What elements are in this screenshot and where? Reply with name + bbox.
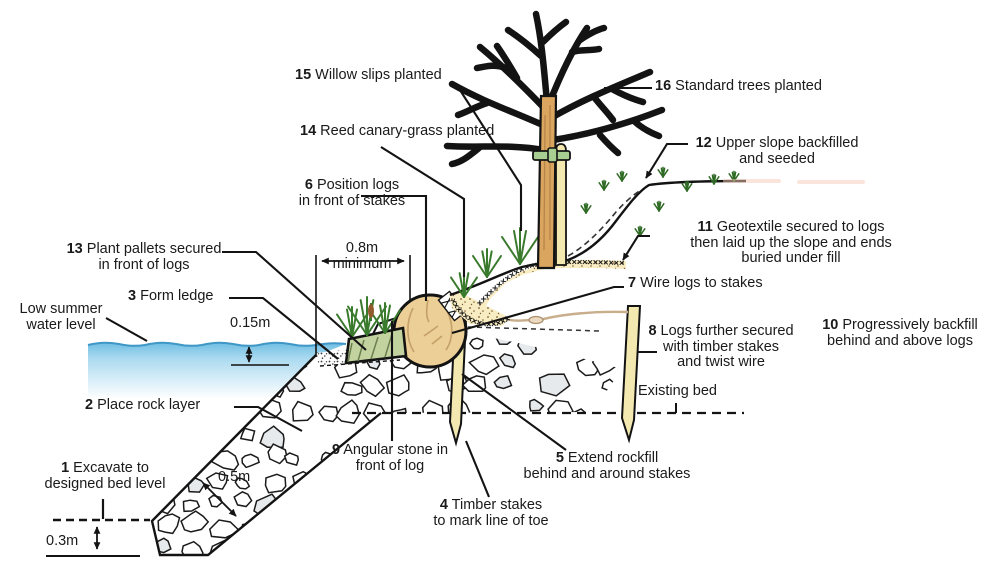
label-reed-canary-grass: 14 Reed canary-grass planted: [300, 123, 495, 139]
label-dim-03: 0.3m: [46, 533, 79, 549]
dimension-lines: [93, 255, 411, 550]
label-dim-05: 0.5m: [218, 469, 251, 485]
label-position-logs: 6 Position logs in front of stakes: [298, 177, 406, 209]
leader-13: [222, 250, 367, 351]
leader-15: [457, 86, 523, 231]
label-willow-slips: 15 Willow slips planted: [295, 67, 442, 83]
rock-band-outline: [150, 352, 382, 557]
tree-tie-knot: [547, 147, 558, 163]
bed-lines: [46, 403, 744, 557]
label-geotextile: 11 Geotextile secured to logs then laid …: [690, 219, 892, 266]
leader-14: [380, 146, 466, 277]
label-upper-slope: 12 Upper slope backfilled and seeded: [695, 135, 859, 167]
leader-2: [234, 405, 303, 432]
label-existing-bed: Existing bed: [638, 383, 717, 399]
dim-05-arrow: [202, 482, 237, 517]
leader-4: [465, 440, 490, 498]
water: [87, 341, 347, 399]
label-logs-secured: 8 Logs further secured with timber stake…: [648, 323, 794, 370]
label-standard-trees: 16 Standard trees planted: [655, 78, 822, 94]
ground-surface-line: [449, 179, 747, 297]
log-grain: [407, 299, 453, 353]
standard-tree: [443, 10, 666, 270]
label-dim-08: 0.8m minimum: [332, 240, 392, 272]
leader-11: [622, 234, 650, 261]
water-surface-line: [87, 341, 347, 347]
label-plant-pallets: 13 Plant pallets secured in front of log…: [66, 241, 222, 273]
rockfill-top-dashed: [467, 326, 601, 332]
pallet-hatching: [347, 333, 393, 363]
label-progressive-backfill: 10 Progressively backfill behind and abo…: [822, 317, 978, 349]
leader-lines: [105, 86, 688, 498]
tree-trunk: [536, 94, 558, 270]
label-dim-015: 0.15m: [230, 315, 271, 331]
leader-7: [451, 285, 624, 335]
backfill: [449, 179, 747, 326]
wire-loop: [528, 315, 544, 325]
svg-text:××××××××××××××××××××××××××××××: ××××××××××××××××××××××××××××××××××××××××…: [0, 0, 512, 329]
label-place-rock: 2 Place rock layer: [85, 397, 201, 413]
label-low-water: Low summer water level: [19, 301, 103, 333]
trunk-grain: [543, 105, 551, 251]
crest-smudges: [723, 179, 865, 184]
label-angular-stone: 9 Angular stone in front of log: [331, 442, 449, 474]
backfill-slope-band: [480, 260, 626, 309]
label-form-ledge: 3 Form ledge: [128, 288, 214, 304]
label-wire-logs: 7 Wire logs to stakes: [628, 275, 763, 291]
label-timber-stakes: 4 Timber stakes to mark line of toe: [433, 497, 549, 529]
twist-wire: [467, 310, 629, 332]
leader-12: [645, 142, 688, 179]
cattail: [368, 303, 374, 321]
leader-6: [361, 194, 428, 301]
leader-low-water: [105, 317, 148, 342]
leader-5: [461, 373, 567, 451]
label-excavate: 1 Excavate to designed bed level: [44, 460, 166, 492]
backfill-wedge: [449, 292, 510, 326]
geotextile-upslope-dashed: [567, 189, 642, 257]
label-extend-rockfill: 5 Extend rockfill behind and around stak…: [523, 450, 691, 482]
timber-stake-rear: [620, 305, 642, 444]
leader-3: [229, 296, 339, 360]
tree-support-stake: [555, 143, 567, 266]
